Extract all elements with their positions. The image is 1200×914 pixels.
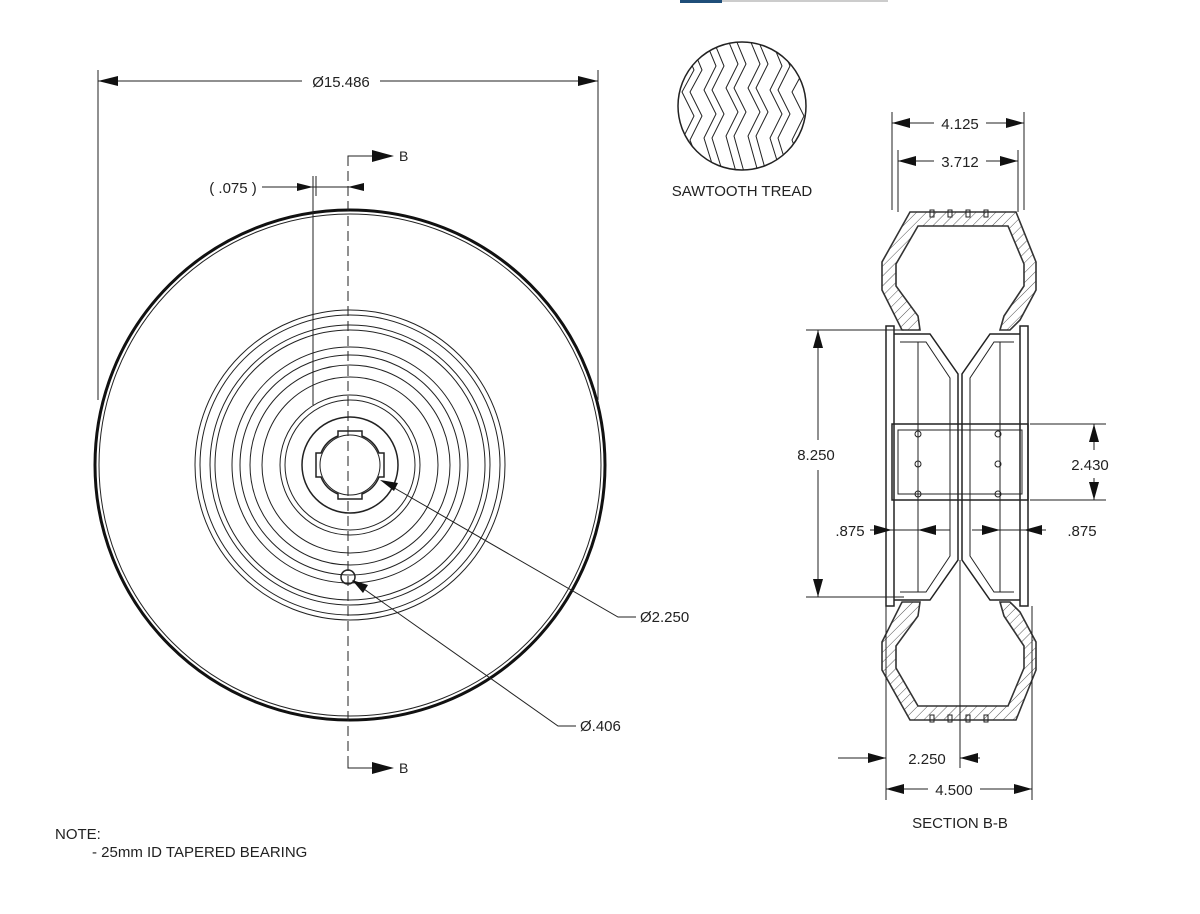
hub-hole-3 [914, 490, 922, 498]
hub-block-inner [897, 429, 1023, 495]
dim-8250-arrow-bottom [813, 579, 823, 597]
section-label-bottom: B [399, 760, 408, 776]
dim-2250-arrow-right [960, 753, 978, 763]
rim-half-left [894, 333, 959, 601]
rim-half-right [961, 333, 1020, 601]
tire-inner-circle [98, 213, 602, 717]
tread-detail-circle [677, 41, 807, 171]
header-accent-bar [680, 0, 722, 3]
rim-flange-left [885, 325, 895, 607]
tread-groove-4 [747, 42, 769, 170]
section-label-top: B [399, 148, 408, 164]
rim-flange-right [1019, 325, 1029, 607]
bore-leader-arrow [380, 480, 398, 491]
offset-dim-arrow-left [297, 183, 313, 191]
dim-4500-arrow-right [1014, 784, 1032, 794]
rim-half-right-inner [969, 341, 1014, 593]
bore-inner-circle [319, 434, 381, 496]
dim-4500-arrow-left [886, 784, 904, 794]
section-marker-bottom [347, 758, 372, 769]
tread-groove-5 [769, 42, 791, 170]
dim-8250-arrow-top [813, 330, 823, 348]
note-line-1: - 25mm ID TAPERED BEARING [92, 844, 307, 861]
tire-outer-circle [93, 208, 607, 722]
dim-offset: ( .075 ) [209, 180, 257, 197]
hub-circle-2 [301, 416, 399, 514]
rim-circle-3 [209, 324, 491, 606]
rim-circle-9 [279, 394, 421, 536]
dim-left-offset: .875 [835, 523, 864, 540]
dim-4125-arrow-left [892, 118, 910, 128]
section-arrow-bottom [372, 762, 394, 774]
dim-overall-diameter: Ø15.486 [312, 74, 370, 91]
dim-hole-diameter: Ø.406 [580, 718, 621, 735]
bore-profile [315, 430, 385, 500]
dim-width-outer: 4.125 [941, 116, 979, 133]
dim-3712-arrow-left [898, 156, 916, 166]
tread-teeth-top [929, 209, 989, 218]
dim-4125-arrow-right [1006, 118, 1024, 128]
hole-leader-arrow [352, 580, 368, 593]
hub-circle-1 [284, 399, 416, 531]
rim-circle-7 [249, 364, 451, 566]
tread-groove-1 [681, 45, 703, 167]
front-view: B B Ø15.486 ( .075 ) Ø2.250 Ø.406 [93, 70, 689, 776]
dim-hub-width: 2.250 [908, 751, 946, 768]
dim-2250-arrow-left [868, 753, 886, 763]
offset-dim-arrow-right [348, 183, 364, 191]
dim-height: 8.250 [797, 447, 835, 464]
dim-overall-width: 4.500 [935, 782, 973, 799]
dim-2430-arrow-top [1089, 424, 1099, 442]
bore-leader [383, 481, 636, 618]
hub-hole-2 [914, 460, 922, 468]
section-label: SECTION B-B [912, 815, 1008, 832]
rim-circle-8 [261, 376, 439, 554]
rim-circle-2 [199, 314, 501, 616]
hub-hole-6 [994, 490, 1002, 498]
notes-block: NOTE: - 25mm ID TAPERED BEARING [55, 826, 307, 861]
section-marker-top [347, 155, 372, 165]
tread-detail: SAWTOOTH TREAD [672, 41, 813, 200]
section-view: 4.125 3.712 8.250 2.430 .875 . [797, 112, 1109, 832]
rim-circle-6 [239, 354, 461, 576]
rim-circle-1 [194, 309, 506, 621]
tire-section-bottom [881, 601, 1037, 721]
dim-2430-arrow-bottom [1089, 482, 1099, 500]
dim-arrow-left [98, 76, 118, 86]
note-title: NOTE: [55, 826, 101, 843]
hub-hole-1 [914, 430, 922, 438]
hole-leader [353, 581, 576, 727]
dim-bore-diameter: Ø2.250 [640, 609, 689, 626]
dim-width-inner: 3.712 [941, 154, 979, 171]
dim-right-offset: .875 [1067, 523, 1096, 540]
hub-hole-5 [994, 460, 1002, 468]
rim-half-left-inner [900, 341, 951, 593]
tread-groove-6 [791, 45, 805, 167]
dim-hub-height: 2.430 [1071, 457, 1109, 474]
section-arrow-top [372, 150, 394, 162]
hub-block [891, 423, 1029, 501]
rim-circle-4 [214, 329, 486, 601]
dim-875-left-arrow-b [918, 525, 936, 535]
rim-circle-5 [231, 346, 469, 584]
dim-arrow-right [578, 76, 598, 86]
tread-label: SAWTOOTH TREAD [672, 183, 813, 200]
tire-section-top [881, 211, 1037, 331]
dim-875-right-arrow-a [982, 525, 1000, 535]
tread-groove-3 [725, 42, 747, 170]
dim-875-right-arrow-b [1024, 525, 1042, 535]
dim-875-left-arrow-a [874, 525, 892, 535]
tread-groove-2 [703, 42, 725, 170]
hub-hole-4 [994, 430, 1002, 438]
dim-3712-arrow-right [1000, 156, 1018, 166]
tread-teeth-bottom [929, 714, 989, 723]
